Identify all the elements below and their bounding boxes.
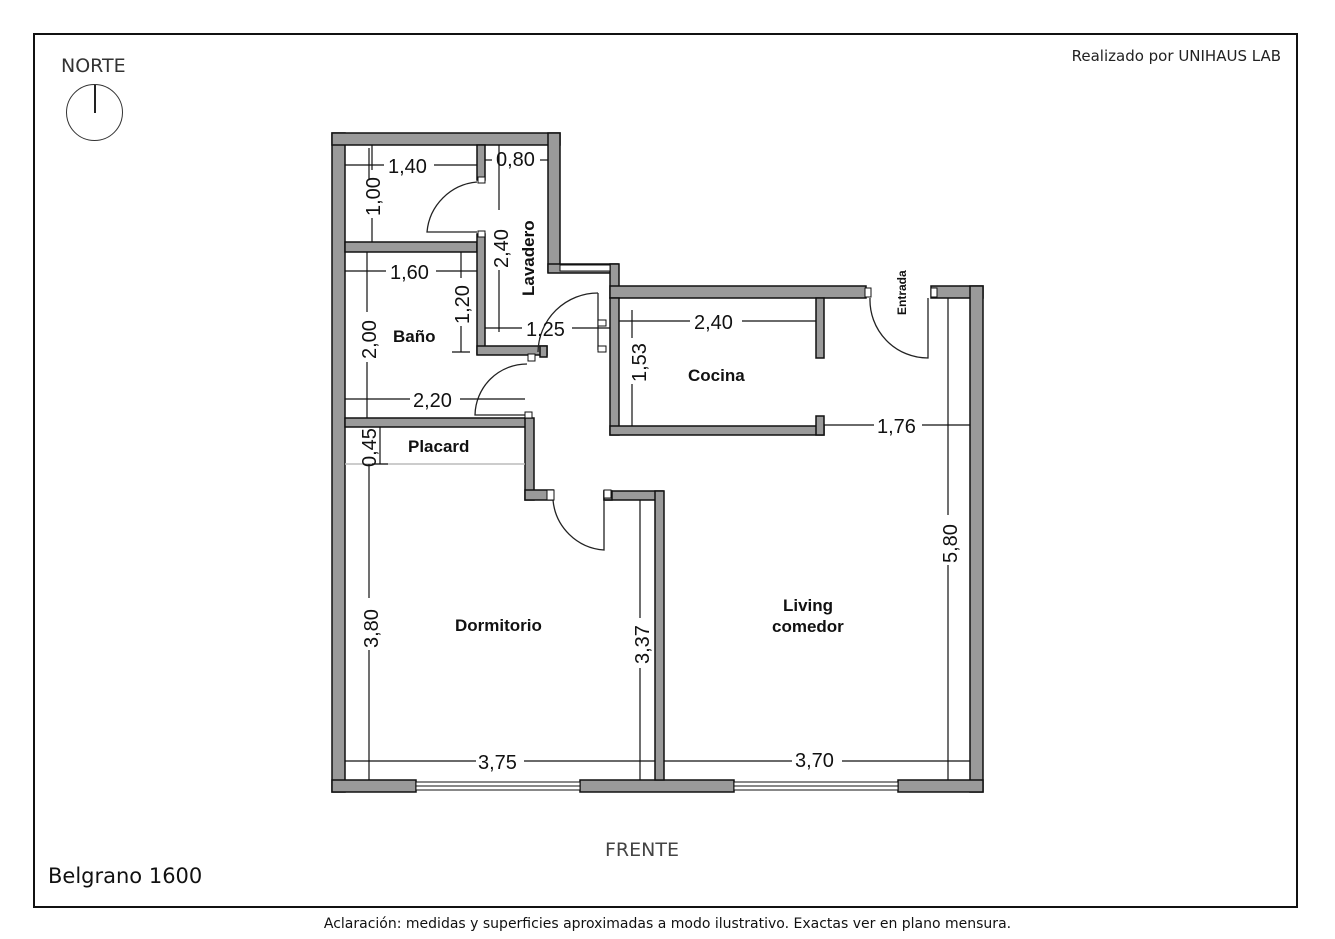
toilet-door — [426, 181, 478, 233]
bano-door — [474, 363, 528, 416]
room-entrada: Entrada — [895, 270, 909, 315]
room-bano: Baño — [393, 327, 436, 346]
dim-2-40-lavadero: 2,40 — [491, 229, 513, 268]
compass-needle — [94, 85, 96, 113]
dim-1-25: 1,25 — [526, 319, 565, 341]
dim-3-70: 3,70 — [795, 750, 834, 772]
drawing-frame — [33, 33, 1298, 908]
room-cocina: Cocina — [688, 366, 745, 385]
dim-2-20: 2,20 — [413, 390, 452, 412]
doors — [426, 181, 929, 551]
entrance-door — [869, 297, 929, 359]
dim-3-80: 3,80 — [361, 609, 383, 648]
disclaimer: Aclaración: medidas y superficies aproxi… — [323, 916, 1012, 932]
compass-icon — [66, 84, 123, 141]
credit-prefix: Realizado por — [1071, 47, 1174, 65]
dim-0-80: 0,80 — [496, 149, 535, 171]
dim-2-00: 2,00 — [359, 320, 381, 359]
room-living-line1: Living — [783, 596, 833, 615]
door-jambs — [477, 176, 938, 501]
address: Belgrano 1600 — [48, 864, 203, 888]
room-living-line2: comedor — [772, 617, 844, 636]
room-dormitorio: Dormitorio — [455, 616, 542, 635]
dormitorio-door — [552, 499, 605, 551]
dim-1-20: 1,20 — [452, 285, 474, 324]
credit: Realizado por UNIHAUS LAB — [1072, 47, 1281, 65]
room-lavadero: Lavadero — [519, 220, 538, 296]
dim-5-80: 5,80 — [940, 524, 962, 563]
dim-0-45: 0,45 — [359, 428, 381, 467]
north-label: NORTE — [61, 55, 126, 77]
dim-2-40-cocina: 2,40 — [694, 312, 733, 334]
credit-brand: UNIHAUS LAB — [1178, 47, 1281, 65]
dim-3-37: 3,37 — [632, 625, 654, 664]
front-label: FRENTE — [605, 839, 679, 861]
dimension-lines — [345, 145, 970, 780]
windows — [415, 264, 899, 791]
dim-1-60: 1,60 — [390, 262, 429, 284]
dim-1-00: 1,00 — [363, 177, 385, 216]
dim-3-75: 3,75 — [478, 752, 517, 774]
bano-door-top — [537, 292, 599, 353]
dim-1-53: 1,53 — [629, 343, 651, 382]
walls — [331, 132, 984, 793]
dim-1-40: 1,40 — [388, 156, 427, 178]
dim-1-76: 1,76 — [877, 416, 916, 438]
room-placard: Placard — [408, 437, 469, 456]
